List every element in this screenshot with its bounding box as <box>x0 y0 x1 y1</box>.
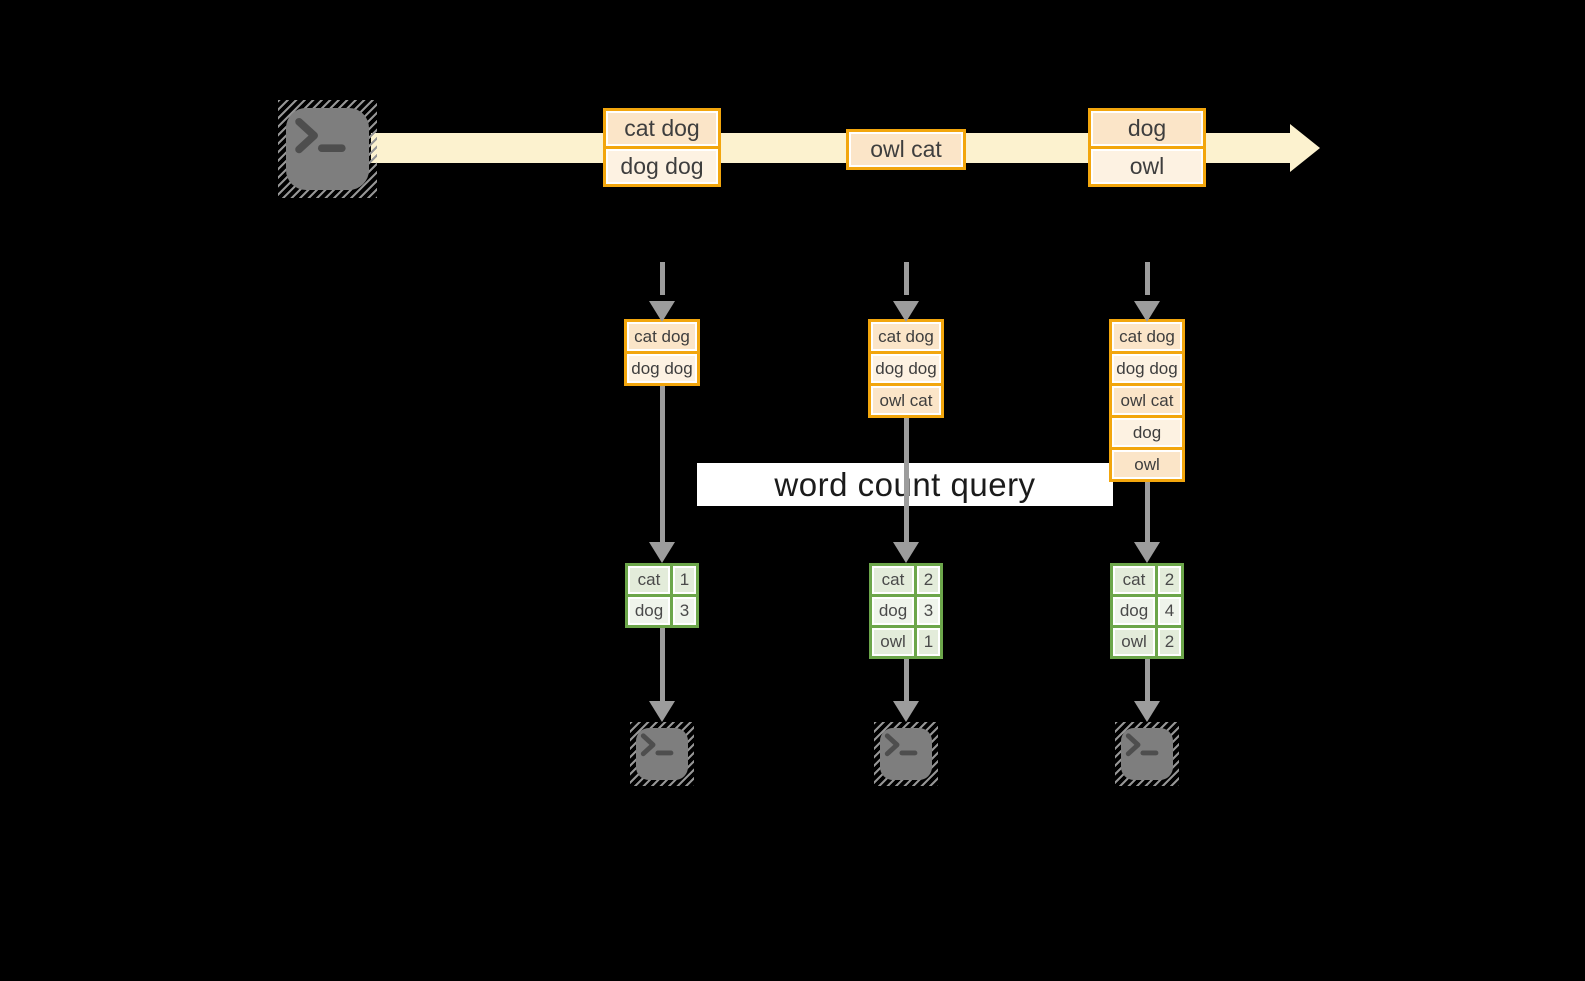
connector-line <box>1145 482 1150 545</box>
table-row: dog 3 <box>628 597 696 625</box>
event-buffer-2: cat dog dog dog owl cat <box>868 319 944 418</box>
ingest-arrowhead-icon <box>649 301 675 322</box>
buffered-event: cat dog <box>627 322 697 351</box>
connector-line <box>904 659 909 708</box>
buffered-event: cat dog <box>871 322 941 351</box>
word-cell: cat <box>1113 566 1155 594</box>
source-terminal-icon <box>278 100 377 198</box>
table-row: owl 2 <box>1113 628 1181 656</box>
stream-event: cat dog <box>606 111 718 146</box>
event-buffer-3: cat dog dog dog owl cat dog owl <box>1109 319 1185 482</box>
connector-arrowhead-icon <box>893 542 919 563</box>
ingest-dash <box>660 262 665 295</box>
word-cell: dog <box>872 597 914 625</box>
connector-arrowhead-icon <box>649 701 675 722</box>
terminal-prompt-icon <box>641 733 674 757</box>
count-cell: 4 <box>1158 597 1181 625</box>
stream-timeline-arrowhead-icon <box>1290 124 1320 172</box>
connector-arrowhead-icon <box>1134 701 1160 722</box>
count-cell: 3 <box>673 597 696 625</box>
connector-arrowhead-icon <box>893 701 919 722</box>
output-terminal-icon <box>630 722 694 786</box>
table-row: dog 4 <box>1113 597 1181 625</box>
terminal-prompt-icon <box>1126 733 1159 757</box>
ingest-arrowhead-icon <box>1134 301 1160 322</box>
buffered-event: owl <box>1112 450 1182 479</box>
output-terminal-icon <box>1115 722 1179 786</box>
count-cell: 1 <box>673 566 696 594</box>
buffered-event: dog dog <box>871 354 941 383</box>
event-buffer-1: cat dog dog dog <box>624 319 700 386</box>
word-count-table-3: cat 2 dog 4 owl 2 <box>1110 563 1184 659</box>
ingest-dash <box>904 262 909 295</box>
table-row: cat 2 <box>1113 566 1181 594</box>
count-cell: 1 <box>917 628 940 656</box>
stream-event: dog dog <box>606 149 718 184</box>
ingest-arrowhead-icon <box>893 301 919 322</box>
buffered-event: owl cat <box>1112 386 1182 415</box>
table-row: dog 3 <box>872 597 940 625</box>
stream-event: dog <box>1091 111 1203 146</box>
table-row: owl 1 <box>872 628 940 656</box>
stream-event-box-2: owl cat <box>846 129 966 170</box>
connector-arrowhead-icon <box>1134 542 1160 563</box>
count-cell: 3 <box>917 597 940 625</box>
word-cell: cat <box>872 566 914 594</box>
stream-event: owl cat <box>849 132 963 167</box>
terminal-prompt-icon <box>295 117 346 153</box>
stream-event-box-3: dog owl <box>1088 108 1206 187</box>
connector-arrowhead-icon <box>649 542 675 563</box>
count-cell: 2 <box>917 566 940 594</box>
word-cell: owl <box>1113 628 1155 656</box>
stream-event-box-1: cat dog dog dog <box>603 108 721 187</box>
word-count-table-1: cat 1 dog 3 <box>625 563 699 628</box>
count-cell: 2 <box>1158 628 1181 656</box>
connector-line <box>660 628 665 708</box>
ingest-dash <box>1145 262 1150 295</box>
table-row: cat 1 <box>628 566 696 594</box>
buffered-event: owl cat <box>871 386 941 415</box>
connector-line <box>1145 659 1150 708</box>
output-terminal-icon <box>874 722 938 786</box>
count-cell: 2 <box>1158 566 1181 594</box>
table-row: cat 2 <box>872 566 940 594</box>
buffered-event: dog dog <box>627 354 697 383</box>
connector-line <box>660 386 665 545</box>
buffered-event: dog dog <box>1112 354 1182 383</box>
connector-line <box>904 418 909 545</box>
terminal-prompt-icon <box>885 733 918 757</box>
word-cell: dog <box>1113 597 1155 625</box>
word-count-table-2: cat 2 dog 3 owl 1 <box>869 563 943 659</box>
word-cell: owl <box>872 628 914 656</box>
word-cell: dog <box>628 597 670 625</box>
buffered-event: dog <box>1112 418 1182 447</box>
word-cell: cat <box>628 566 670 594</box>
buffered-event: cat dog <box>1112 322 1182 351</box>
stream-event: owl <box>1091 149 1203 184</box>
